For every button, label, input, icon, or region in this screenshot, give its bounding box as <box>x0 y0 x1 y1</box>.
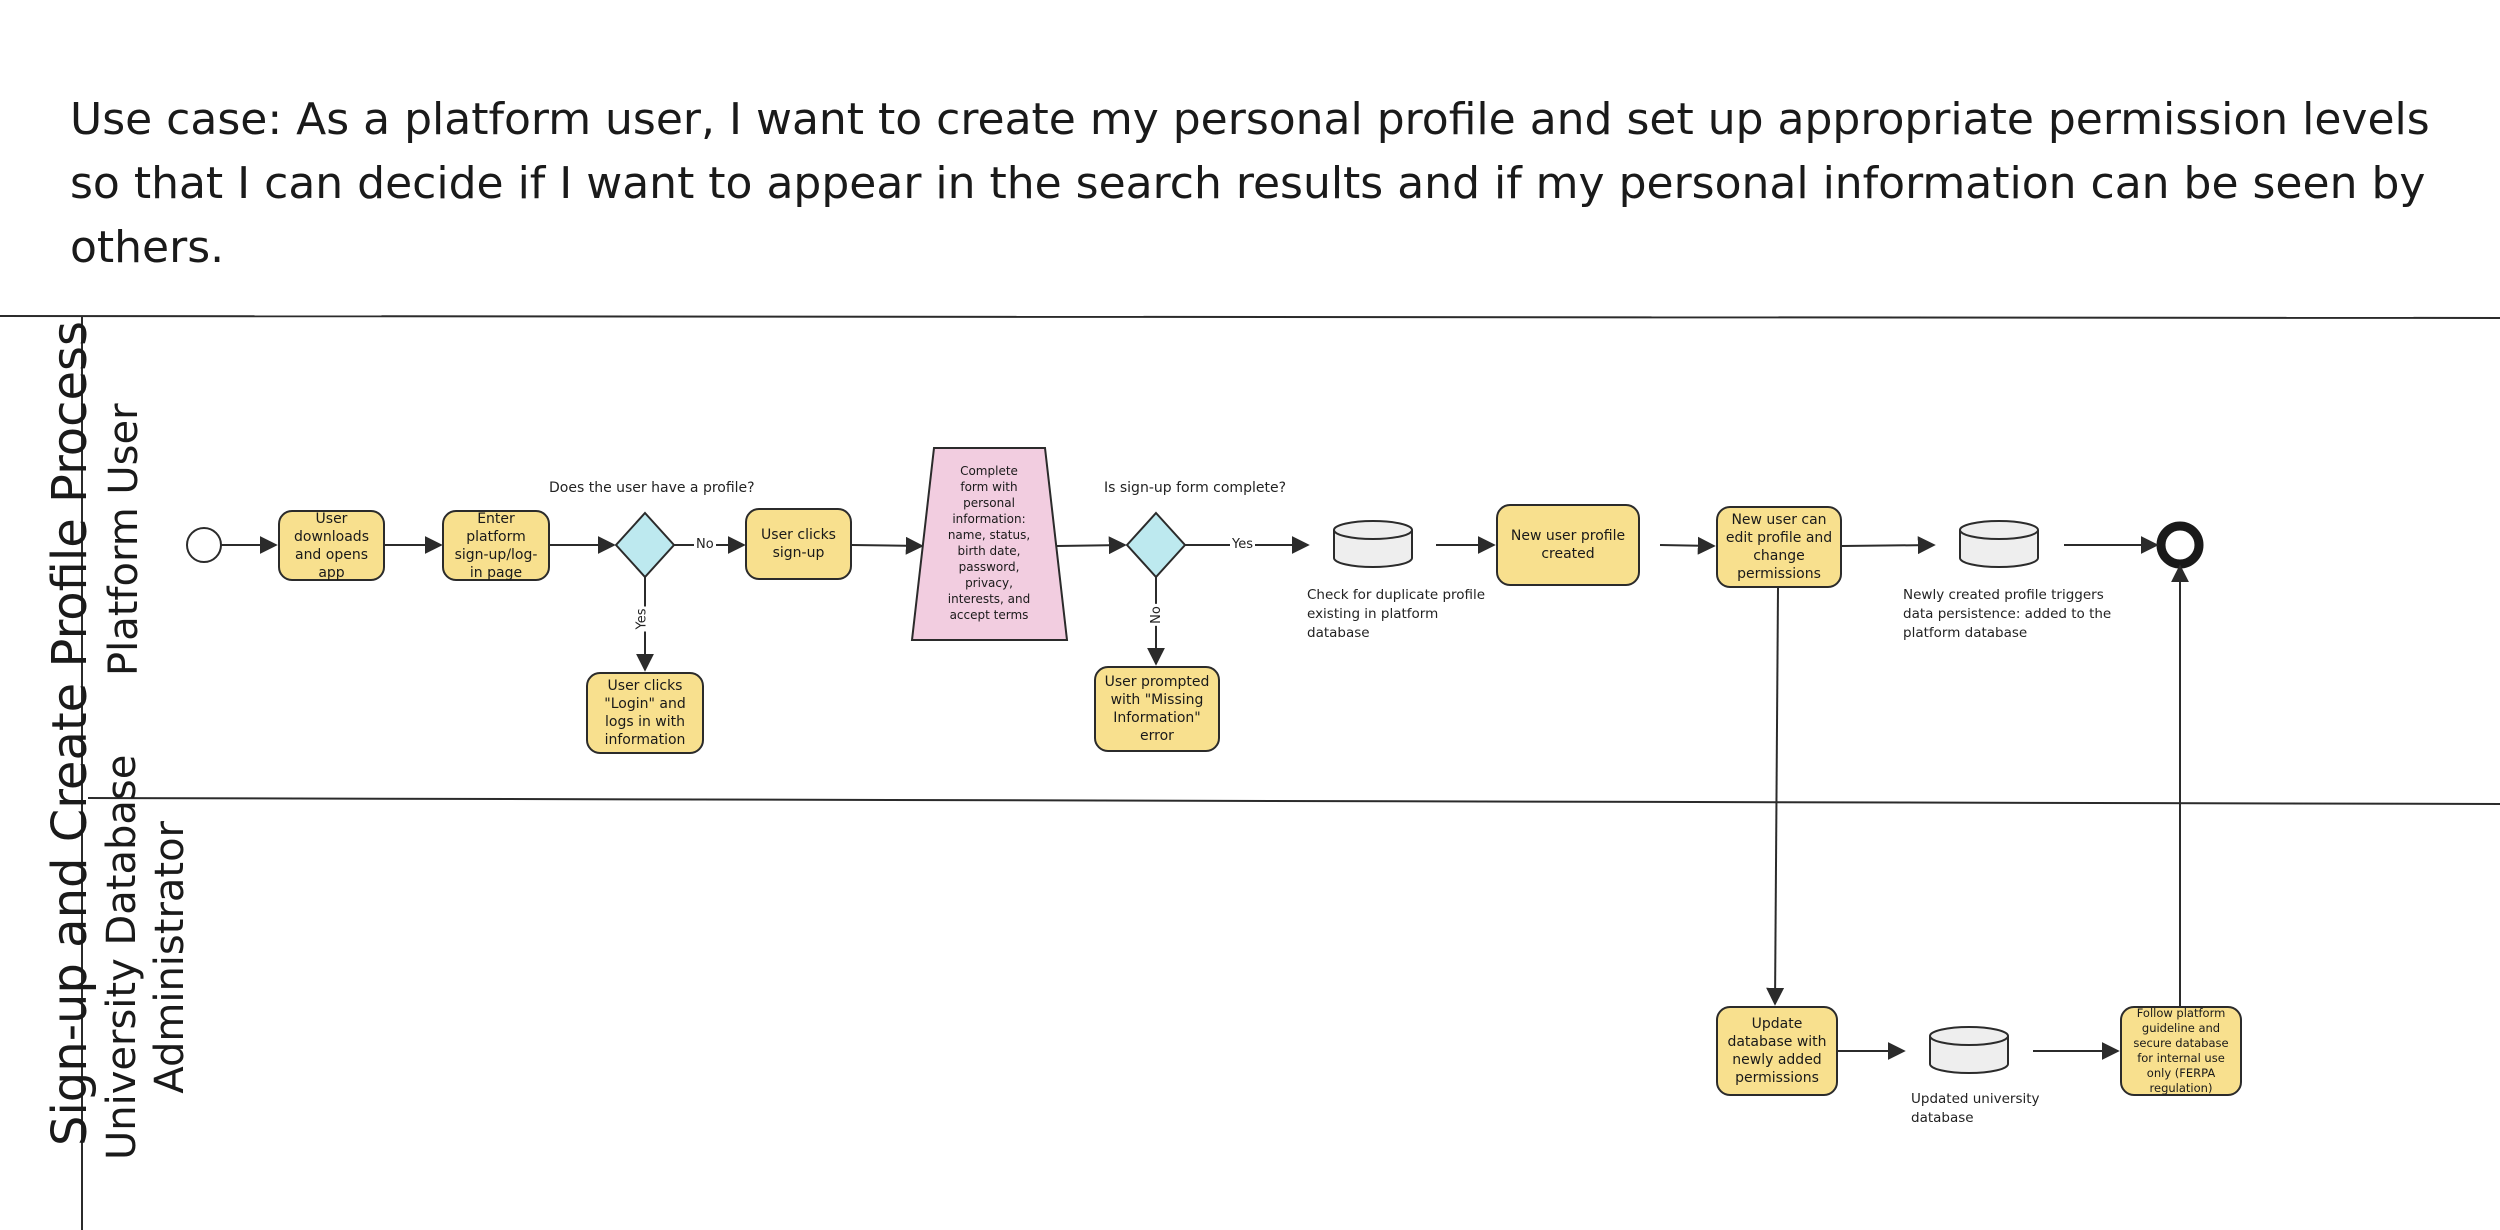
lane-divider <box>87 797 2500 805</box>
flow-label-no: No <box>694 537 716 552</box>
task-download-app: User downloads and opens app <box>278 510 385 581</box>
flow-edit-to-update <box>1766 587 1785 1006</box>
flow-form-to-gateway <box>1056 536 1127 555</box>
task-missing-info: User prompted with "Missing Information"… <box>1094 666 1220 752</box>
note-duplicate-check: Check for duplicate profile existing in … <box>1307 587 1486 641</box>
task-follow-guideline: Follow platform guideline and secure dat… <box>2120 1006 2242 1096</box>
task-new-profile: New user profile created <box>1496 504 1640 586</box>
pool-title: Sign-up and Create Profile Process <box>42 320 98 1146</box>
gateway-has-profile <box>614 511 676 579</box>
lane-title-platform-user: Platform User <box>101 403 147 676</box>
task-update-database: Update database with newly added permiss… <box>1716 1006 1838 1096</box>
datastore-duplicate-check <box>1333 520 1413 568</box>
flow-label-yes: Yes <box>1230 537 1255 552</box>
datastore-persistence <box>1959 520 2039 568</box>
pool-top-border <box>0 315 2500 319</box>
lane-title-db-admin-line1: University Database <box>99 754 145 1160</box>
datastore-university <box>1929 1026 2009 1074</box>
flow-edit-to-datastore <box>1841 536 1936 555</box>
gateway-form-complete-label: Is sign-up form complete? <box>1104 480 1286 496</box>
gateway-form-complete <box>1125 511 1187 579</box>
flow-signup-to-form <box>851 536 924 555</box>
end-event <box>2156 521 2204 569</box>
lane-title-db-admin-line2: Administrator <box>147 820 193 1094</box>
lane-title-db-admin: University Database Administrator <box>98 755 194 1160</box>
use-case-description: Use case: As a platform user, I want to … <box>70 94 2430 273</box>
task-edit-profile: New user can edit profile and change per… <box>1716 506 1842 588</box>
form-shape <box>910 447 1069 641</box>
form-complete-label: Complete form with personal information:… <box>947 464 1031 622</box>
flow-label-no-vertical: No <box>1148 604 1164 626</box>
note-persistence: Newly created profile triggers data pers… <box>1903 587 2112 641</box>
flow-label-yes-vertical: Yes <box>634 606 650 632</box>
task-enter-platform: Enter platform sign-up/log-in page <box>442 510 550 581</box>
task-clicks-login: User clicks "Login" and logs in with inf… <box>586 672 704 754</box>
flow-profile-to-edit <box>1659 536 1716 555</box>
gateway-has-profile-label: Does the user have a profile? <box>549 480 755 496</box>
note-updated-database: Updated university database <box>1911 1091 2040 1126</box>
task-clicks-signup: User clicks sign-up <box>745 508 852 580</box>
start-event <box>186 527 222 563</box>
